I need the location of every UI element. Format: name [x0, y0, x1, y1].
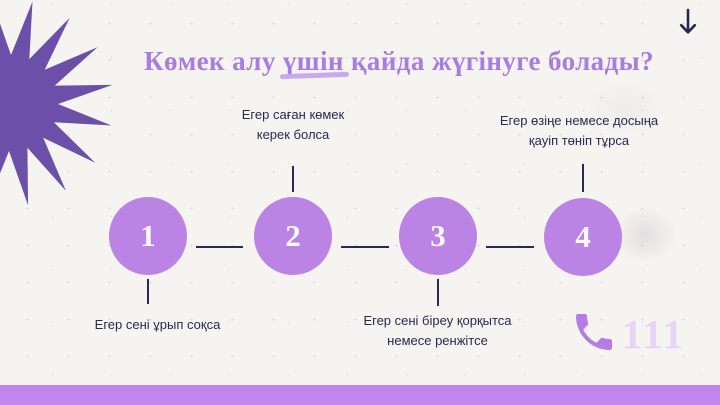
step-1-label: Егер сені ұрып соқса	[45, 315, 270, 335]
connector-above-step-2	[292, 166, 294, 192]
step-circle-2: 2	[254, 197, 332, 275]
step-circle-4: 4	[544, 198, 622, 276]
title-text-pre: Көмек алу	[143, 46, 283, 76]
slide-title: Көмек алу үшін қайда жүгінуге болады?	[84, 46, 714, 77]
step-3-label: Егер сені біреу қорқытса немесе ренжітсе	[325, 311, 550, 350]
bottom-bar	[0, 385, 720, 405]
connector-below-step-3	[437, 279, 439, 306]
hotline: 111	[570, 306, 685, 358]
starburst-shape	[0, 1, 113, 206]
step-3-label-line-1: Егер сені біреу қорқытса	[363, 313, 512, 328]
hotline-number: 111	[622, 311, 685, 357]
connector-above-step-4	[582, 164, 584, 192]
step-3-label-line-2: немесе ренжітсе	[387, 332, 488, 348]
step-number-4: 4	[575, 219, 591, 254]
connector-step-2-3	[341, 246, 389, 248]
connector-below-step-1	[147, 279, 149, 304]
step-circle-3: 3	[399, 197, 477, 275]
phone-icon	[576, 314, 612, 350]
step-number-2: 2	[285, 218, 301, 253]
down-arrow-icon	[679, 8, 697, 34]
step-4-label: Егер өзіңе немесе досыңа қауіп төніп тұр…	[455, 111, 703, 150]
step-number-3: 3	[430, 218, 446, 253]
step-4-label-line-2: қауіп төніп тұрса	[528, 132, 630, 148]
step-2-label: Егер саған көмек керек болса	[178, 105, 408, 144]
step-1-label-line-1: Егер сені ұрып соқса	[94, 317, 221, 332]
connector-step-1-2	[196, 246, 243, 248]
step-4-label-line-1: Егер өзіңе немесе досыңа	[499, 113, 659, 128]
step-number-1: 1	[140, 218, 156, 253]
step-2-label-line-2: керек болса	[256, 126, 330, 142]
step-circle-1: 1	[109, 197, 187, 275]
title-text-post: қайда жүгінуге болады?	[343, 46, 655, 76]
step-2-label-line-1: Егер саған көмек	[241, 107, 345, 122]
connector-step-3-4	[486, 246, 534, 248]
title-underlined-word: үшін	[282, 46, 344, 76]
